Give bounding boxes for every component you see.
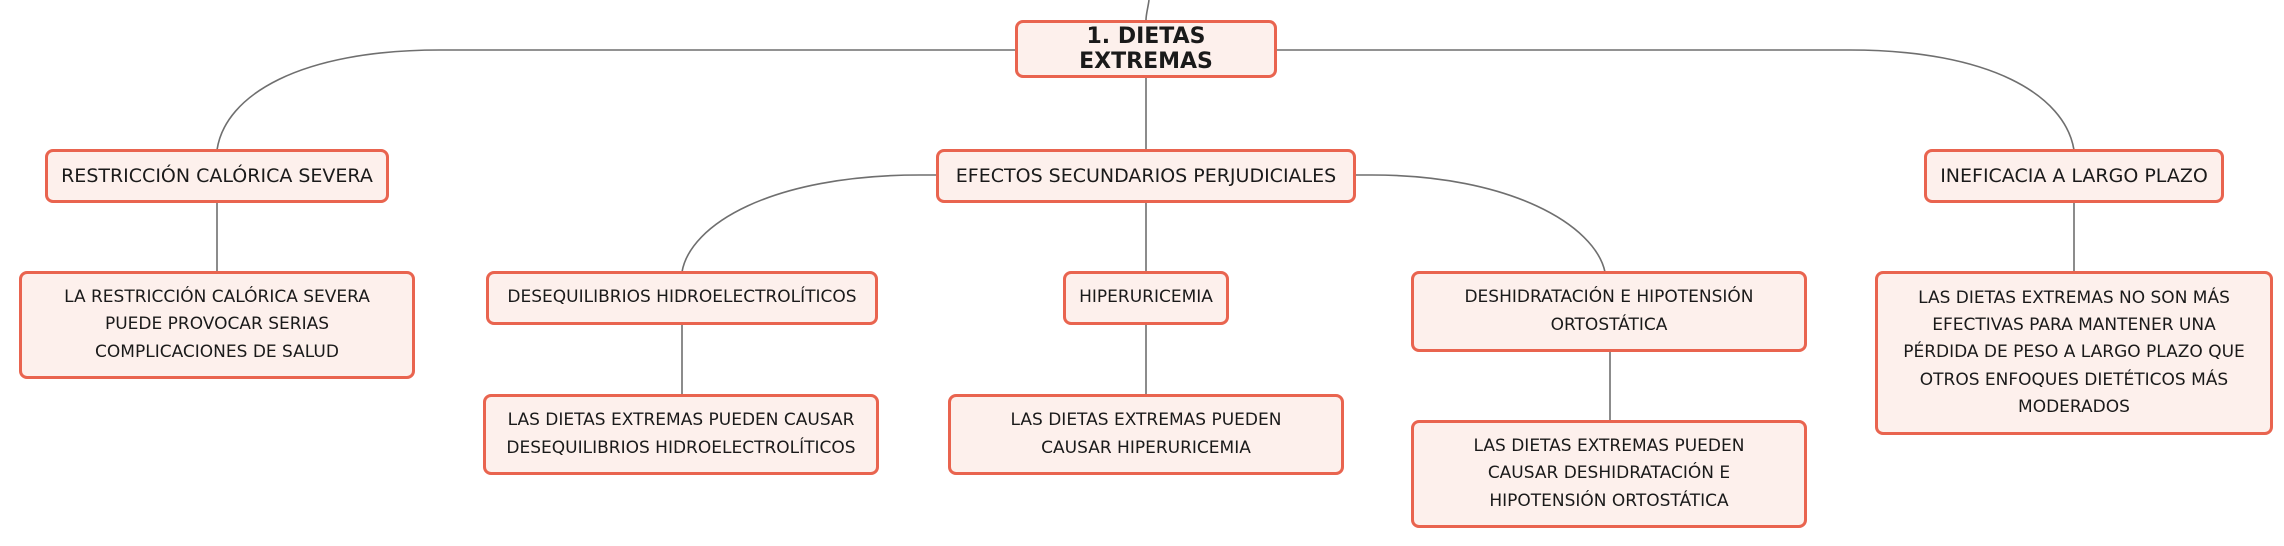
connector-root-restriccion — [216, 49, 1015, 151]
detail-deshidratacion[interactable]: LAS DIETAS EXTREMAS PUEDEN CAUSAR DESHID… — [1411, 420, 1807, 528]
detail-restriccion-calorica[interactable]: LA RESTRICCIÓN CALÓRICA SEVERA PUEDE PRO… — [19, 271, 415, 379]
detail-desequilibrios-text: LAS DIETAS EXTREMAS PUEDEN CAUSAR DESEQU… — [506, 410, 856, 458]
root-node[interactable]: 1. DIETAS EXTREMAS — [1015, 20, 1277, 78]
node-hiperuricemia-label: HIPERURICEMIA — [1079, 287, 1213, 308]
node-efectos-secundarios[interactable]: EFECTOS SECUNDARIOS PERJUDICIALES — [936, 149, 1356, 203]
node-ineficacia-label: INEFICACIA A LARGO PLAZO — [1940, 165, 2208, 187]
detail-hiperuricemia[interactable]: LAS DIETAS EXTREMAS PUEDEN CAUSAR HIPERU… — [948, 394, 1344, 475]
node-deshidratacion[interactable]: DESHIDRATACIÓN E HIPOTENSIÓN ORTOSTÁTICA — [1411, 271, 1807, 352]
detail-hiperuricemia-text: LAS DIETAS EXTREMAS PUEDEN CAUSAR HIPERU… — [1010, 410, 1282, 458]
node-restriccion-calorica-label: RESTRICCIÓN CALÓRICA SEVERA — [61, 165, 373, 187]
connector-parent-root — [1145, 0, 1150, 21]
node-hiperuricemia[interactable]: HIPERURICEMIA — [1063, 271, 1229, 325]
detail-deshidratacion-text: LAS DIETAS EXTREMAS PUEDEN CAUSAR DESHID… — [1473, 436, 1745, 511]
node-ineficacia[interactable]: INEFICACIA A LARGO PLAZO — [1924, 149, 2224, 203]
detail-ineficacia-text: LAS DIETAS EXTREMAS NO SON MÁS EFECTIVAS… — [1903, 288, 2245, 417]
root-node-label: 1. DIETAS EXTREMAS — [1079, 24, 1213, 74]
connector-efectos-desequilibrios — [681, 174, 940, 273]
node-desequilibrios-label: DESEQUILIBRIOS HIDROELECTROLÍTICOS — [507, 287, 857, 308]
node-efectos-secundarios-label: EFECTOS SECUNDARIOS PERJUDICIALES — [955, 165, 1337, 187]
connector-efectos-deshidratacion — [1352, 174, 1606, 273]
node-restriccion-calorica[interactable]: RESTRICCIÓN CALÓRICA SEVERA — [45, 149, 389, 203]
node-desequilibrios[interactable]: DESEQUILIBRIOS HIDROELECTROLÍTICOS — [486, 271, 878, 325]
detail-restriccion-calorica-text: LA RESTRICCIÓN CALÓRICA SEVERA PUEDE PRO… — [64, 287, 370, 362]
connector-root-ineficacia — [1277, 49, 2075, 151]
detail-ineficacia[interactable]: LAS DIETAS EXTREMAS NO SON MÁS EFECTIVAS… — [1875, 271, 2273, 435]
detail-desequilibrios[interactable]: LAS DIETAS EXTREMAS PUEDEN CAUSAR DESEQU… — [483, 394, 879, 475]
node-deshidratacion-label: DESHIDRATACIÓN E HIPOTENSIÓN ORTOSTÁTICA — [1464, 287, 1754, 335]
